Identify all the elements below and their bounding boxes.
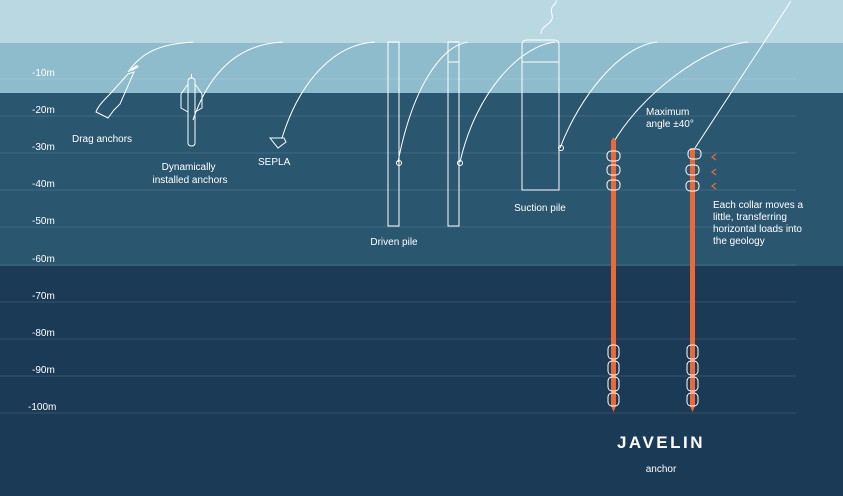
note-line: the geology [713, 236, 765, 247]
sepla-icon [268, 137, 287, 149]
label-suction-pile: Suction pile [514, 203, 566, 214]
javelin-anchor-right [685, 148, 717, 412]
depth-label: -10m [32, 68, 55, 79]
driven-pile [387, 41, 400, 227]
label-line: installed anchors [152, 175, 227, 186]
label-driven-pile: Driven pile [370, 237, 418, 248]
depth-label: -20m [32, 105, 55, 116]
dynamic-anchor-icon [180, 74, 203, 147]
mooring-lines [127, 0, 792, 163]
mid-water-band [0, 93, 843, 266]
note-line: little, transferring [713, 212, 787, 223]
note-line: Maximum [646, 107, 689, 118]
mooring-line-sepla [281, 41, 376, 139]
mooring-line-dynamic [192, 41, 284, 121]
depth-label: -30m [32, 142, 55, 153]
mooring-line-javelin-1 [611, 41, 749, 146]
note-line: angle ±40° [646, 119, 694, 130]
note-collar-movement: Each collar moves a little, transferring… [713, 200, 806, 247]
note-line: Each collar moves a [713, 200, 803, 211]
note-line: horizontal loads into [713, 224, 802, 235]
suction-pile-icon [521, 39, 564, 191]
sky-band [0, 0, 843, 43]
collar-movement-arrows [711, 153, 717, 190]
depth-label: -90m [32, 365, 55, 376]
suction-tether [540, 0, 557, 35]
label-sepla: SEPLA [258, 157, 291, 168]
note-maximum-angle: Maximum angle ±40° [646, 107, 694, 130]
javelin-anchor-label: anchor [646, 464, 677, 475]
depth-label: -70m [32, 291, 55, 302]
driven-pile [447, 41, 460, 227]
label-drag-anchors: Drag anchors [72, 134, 132, 145]
depth-label: -80m [32, 328, 55, 339]
depth-gridlines [0, 78, 796, 414]
label-line: Dynamically [162, 162, 216, 173]
seabed-band [0, 266, 843, 496]
javelin-anchor-left [606, 137, 621, 412]
drag-anchor-icon [95, 64, 139, 119]
mooring-line-driven-2 [459, 41, 556, 163]
depth-labels: -10m -20m -30m -40m -50m -60m -70m -80m … [28, 68, 56, 413]
depth-label: -50m [32, 216, 55, 227]
driven-pile-icons [387, 41, 463, 227]
depth-label: -100m [28, 402, 56, 413]
javelin-logo: JAVELIN [617, 433, 705, 452]
depth-label: -60m [32, 254, 55, 265]
label-dynamic-anchors: Dynamically installed anchors [152, 162, 227, 186]
mooring-line-driven-1 [397, 41, 469, 163]
depth-label: -40m [32, 179, 55, 190]
mooring-line-suction [559, 41, 658, 149]
mooring-line-javelin-2 [694, 0, 792, 149]
upper-water-band [0, 43, 843, 93]
mooring-line-drag [127, 41, 194, 73]
